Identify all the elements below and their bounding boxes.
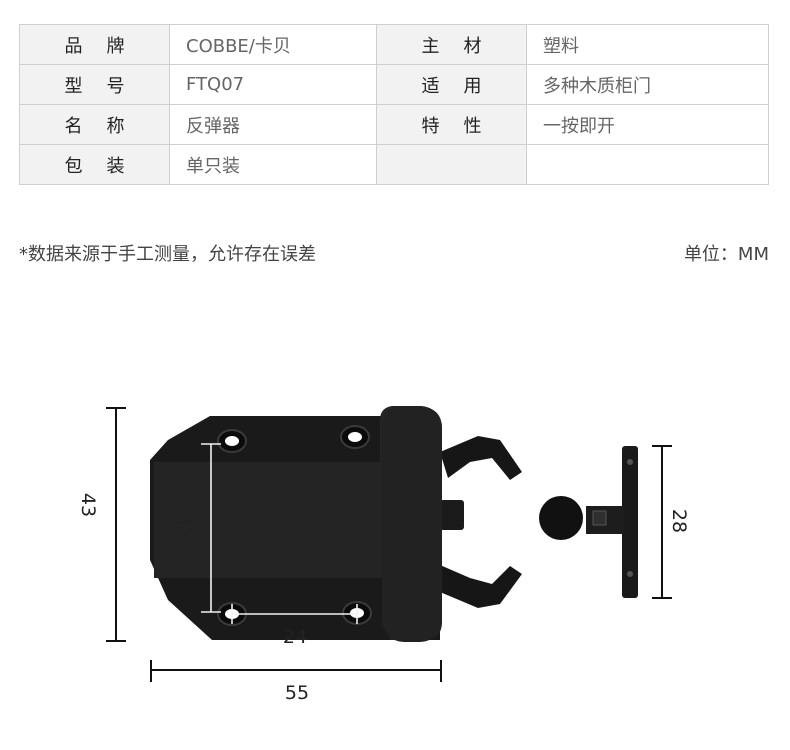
hole-spacing-lines	[201, 443, 358, 624]
spec-value	[526, 144, 769, 185]
spec-value: 多种木质柜门	[526, 64, 769, 105]
spec-label: 名称	[19, 104, 170, 145]
width-dimension: 55	[285, 682, 309, 704]
striker-height-dimension: 28	[668, 509, 690, 533]
hole-spacing-horizontal-dimension: 24	[283, 626, 307, 648]
dimension-lines	[106, 407, 672, 682]
spec-label: 特性	[376, 104, 527, 145]
height-dimension: 43	[77, 493, 99, 517]
spec-label: 主材	[376, 24, 527, 65]
spec-value: 反弹器	[169, 104, 377, 145]
striker-part	[539, 446, 638, 598]
spec-label: 包装	[19, 144, 170, 185]
spec-value: 一按即开	[526, 104, 769, 145]
hole-spacing-vertical-dimension: 32	[172, 514, 194, 538]
spec-label: 型号	[19, 64, 170, 105]
spec-value: 塑料	[526, 24, 769, 65]
spec-label	[376, 144, 527, 185]
spec-value: 单只装	[169, 144, 377, 185]
spec-table: 品牌 COBBE/卡贝 主材 塑料 型号 FTQ07 适用 多种木质柜门 名称 …	[19, 24, 769, 185]
spec-row: 品牌 COBBE/卡贝 主材 塑料	[19, 24, 769, 65]
spec-value: FTQ07	[169, 64, 377, 105]
spec-row: 包装 单只装	[19, 144, 769, 185]
measurement-note: *数据来源于手工测量，允许存在误差	[19, 244, 316, 265]
spec-row: 型号 FTQ07 适用 多种木质柜门	[19, 64, 769, 105]
spec-label: 适用	[376, 64, 527, 105]
spec-value: COBBE/卡贝	[169, 24, 377, 65]
spec-row: 名称 反弹器 特性 一按即开	[19, 104, 769, 145]
latch-body	[150, 406, 522, 642]
spec-label: 品牌	[19, 24, 170, 65]
unit-label: 单位：MM	[683, 244, 769, 265]
